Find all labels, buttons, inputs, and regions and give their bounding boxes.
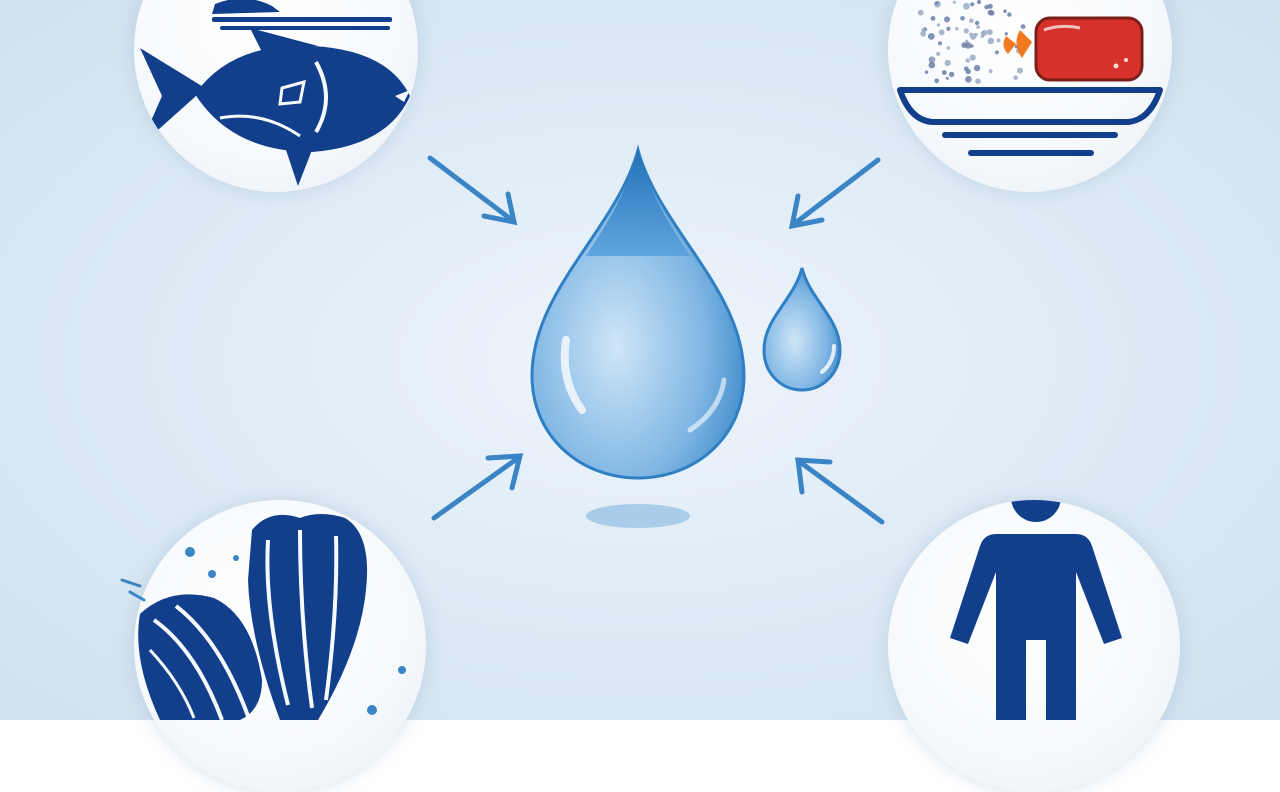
person-node <box>888 500 1180 792</box>
fish-node <box>134 0 418 192</box>
person-icon <box>950 500 1122 720</box>
salted-dish-icon <box>897 0 1163 156</box>
dish-node <box>888 0 1172 192</box>
leaves-node <box>134 500 426 792</box>
fish-icon <box>140 0 410 186</box>
leaves-icon <box>138 514 406 721</box>
